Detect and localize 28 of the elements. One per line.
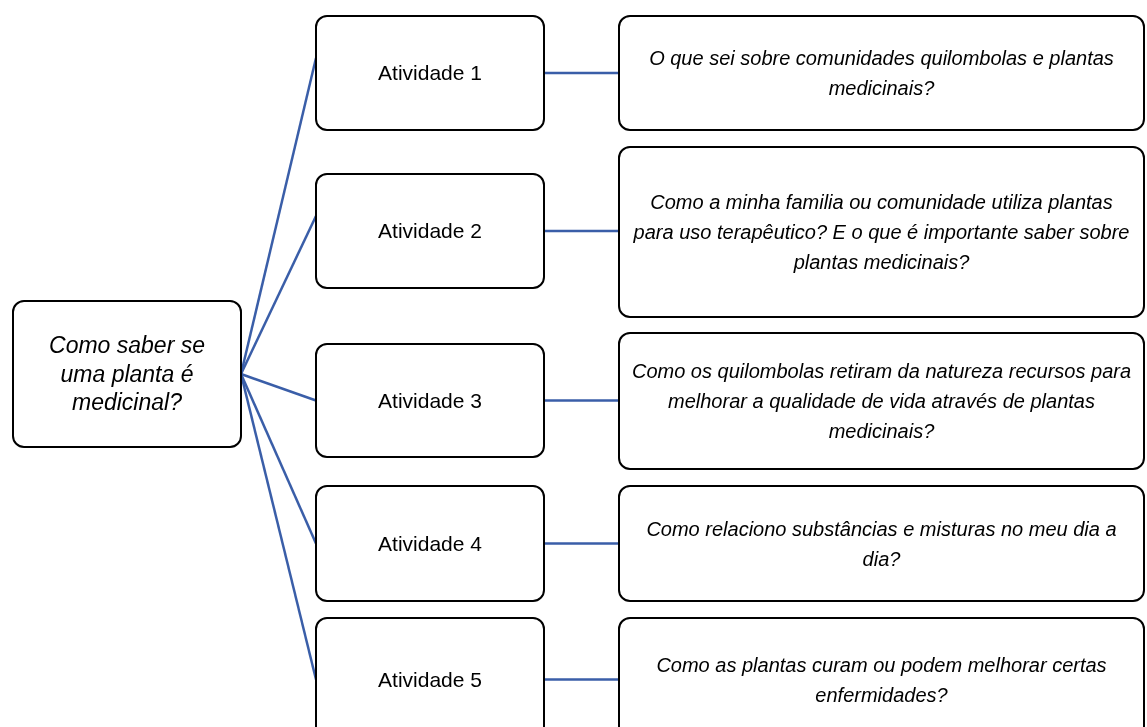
connector-line [544,229,619,233]
node-text: Atividade 4 [378,531,482,556]
question-box [618,15,1145,131]
node-text: Como a minha familia ou comunidade utiliza plantas para uso terapêutico? E o que é importante saber sobre plantas medicinais? [632,190,1131,275]
activity-box [315,173,545,289]
node-text: Atividade 5 [378,667,482,692]
node-text: Como os quilombolas retiram da natureza recursos para melhorar a qualidade de vida através de plantas medicinais? [630,359,1133,444]
question-box [618,332,1145,470]
connector-line [544,678,619,681]
node-text: Atividade 3 [378,388,482,413]
node-text: Atividade 2 [378,219,482,243]
activity-box [315,617,545,727]
connector-line [544,71,619,75]
connector-line [544,399,619,402]
question-box [618,617,1145,727]
node-text: Como as plantas curam ou podem melhorar certas enfermidades? [655,652,1108,708]
node-text: Como relaciono substâncias e misturas no meu dia a dia? [645,516,1118,572]
node-text: Como saber se uma planta é medicinal? [48,330,206,418]
connector-line [544,542,619,545]
activity-box [315,343,545,458]
connector-line [240,372,317,402]
activity-box [315,15,545,131]
question-box [12,300,242,448]
question-box [618,146,1145,318]
question-box [618,485,1145,602]
activity-box [315,485,545,602]
node-text: O que sei sobre comunidades quilombolas e plantas medicinais? [648,46,1115,101]
node-text: Atividade 1 [378,61,482,85]
